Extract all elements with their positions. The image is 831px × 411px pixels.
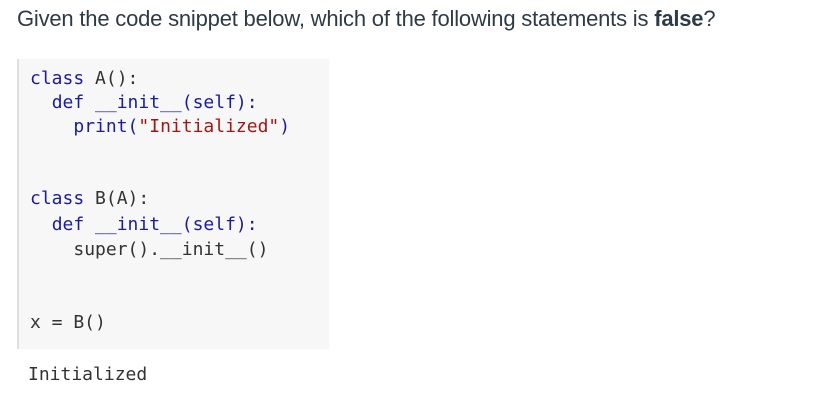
string-literal: "Initialized" (138, 116, 280, 137)
code-line-4: class B(A): (30, 188, 150, 209)
keyword: class (30, 68, 85, 89)
code-line-5: def __init__(self): (51, 214, 258, 235)
code-snippet-block: class A(): def __init__(self): print("In… (17, 59, 329, 349)
code-line-3: print("Initialized") (73, 116, 291, 137)
question-text: Given the code snippet below, which of t… (17, 6, 655, 31)
keyword: class (30, 188, 85, 209)
question-prompt: Given the code snippet below, which of t… (17, 6, 716, 32)
keyword: def (51, 92, 85, 113)
code-line-7: x = B() (30, 312, 106, 333)
code-output: Initialized (28, 364, 148, 385)
question-suffix: ? (703, 6, 716, 31)
code-line-2: def __init__(self): (51, 92, 258, 113)
code-line-1: class A(): (30, 68, 139, 89)
keyword: def (51, 214, 85, 235)
question-emphasis: false (654, 6, 704, 31)
code-line-6: super().__init__() (73, 239, 269, 260)
